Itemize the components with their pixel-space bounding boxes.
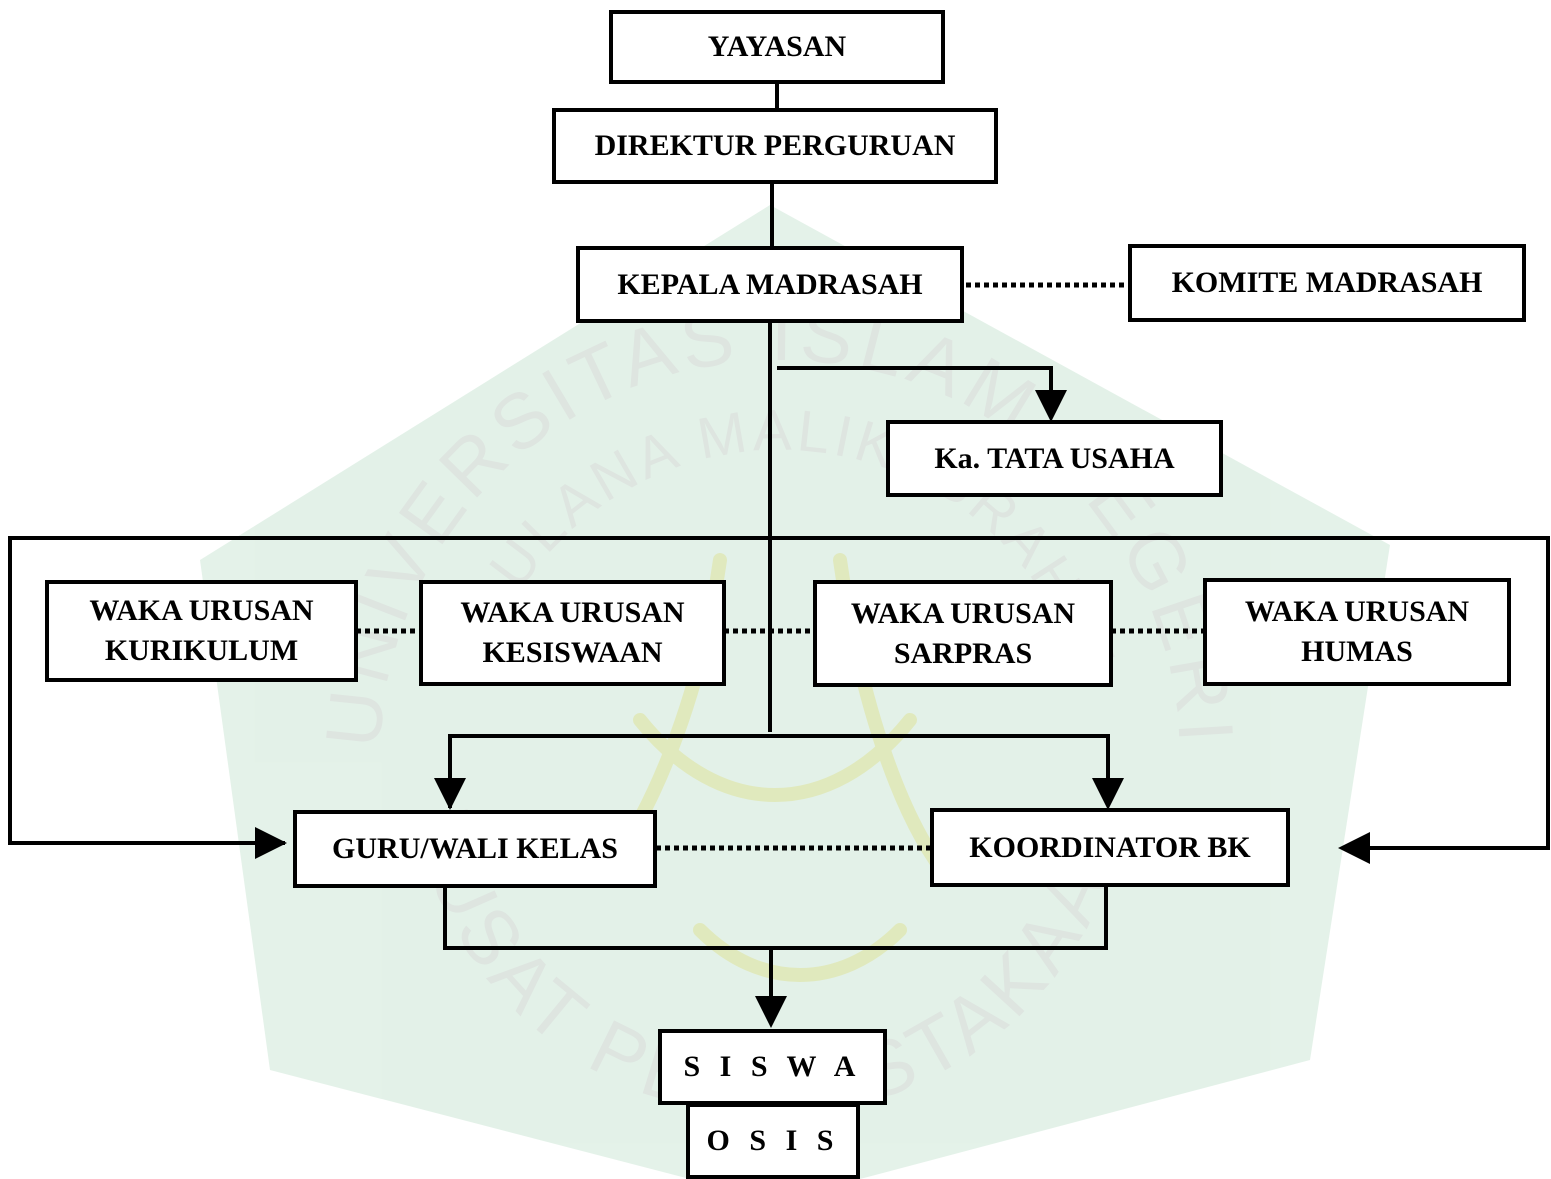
waka-kesiswaan-line2: KESISWAAN bbox=[482, 636, 663, 669]
waka-kurikulum-line1: WAKA URUSAN bbox=[89, 594, 314, 627]
solid-connectors bbox=[8, 82, 1550, 1028]
koordinator-bk-box: KOORDINATOR BK bbox=[930, 808, 1290, 887]
siswa-label: S I S W A bbox=[683, 1050, 862, 1083]
arrow-tata-usaha bbox=[777, 366, 1067, 422]
waka-kurikulum-box: WAKA URUSAN KURIKULUM bbox=[45, 580, 358, 682]
waka-sarpras-box: WAKA URUSAN SARPRAS bbox=[813, 580, 1113, 687]
komite-madrasah-label: KOMITE MADRASAH bbox=[1171, 266, 1483, 299]
waka-kesiswaan-box: WAKA URUSAN KESISWAAN bbox=[419, 580, 726, 686]
kepala-madrasah-label: KEPALA MADRASAH bbox=[617, 267, 923, 301]
waka-sarpras-line2: SARPRAS bbox=[893, 636, 1033, 670]
yayasan-box: YAYASAN bbox=[609, 10, 945, 84]
koordinator-bk-label: KOORDINATOR BK bbox=[969, 830, 1251, 864]
waka-humas-line2: HUMAS bbox=[1301, 635, 1413, 668]
yayasan-label: YAYASAN bbox=[707, 30, 847, 63]
waka-kurikulum-line2: KURIKULUM bbox=[104, 634, 299, 667]
komite-madrasah-box: KOMITE MADRASAH bbox=[1128, 244, 1526, 322]
dotted-connectors bbox=[356, 282, 1205, 851]
kepala-madrasah-box: KEPALA MADRASAH bbox=[576, 246, 964, 323]
waka-sarpras-line1: WAKA URUSAN bbox=[850, 596, 1076, 630]
tata-usaha-label: Ka. TATA USAHA bbox=[934, 441, 1175, 475]
waka-humas-box: WAKA URUSAN HUMAS bbox=[1203, 578, 1511, 686]
merge-to-siswa bbox=[443, 886, 1108, 950]
tata-usaha-box: Ka. TATA USAHA bbox=[886, 420, 1223, 497]
osis-label: O S I S bbox=[706, 1124, 840, 1157]
osis-box: O S I S bbox=[686, 1103, 860, 1179]
waka-kesiswaan-line1: WAKA URUSAN bbox=[460, 596, 685, 629]
guru-wali-kelas-box: GURU/WALI KELAS bbox=[293, 810, 657, 888]
direktur-perguruan-box: DIREKTUR PERGURUAN bbox=[552, 108, 998, 184]
siswa-box: S I S W A bbox=[658, 1029, 887, 1105]
guru-wali-kelas-label: GURU/WALI KELAS bbox=[332, 832, 618, 865]
direktur-perguruan-label: DIREKTUR PERGURUAN bbox=[594, 129, 956, 162]
waka-humas-line1: WAKA URUSAN bbox=[1244, 595, 1470, 628]
